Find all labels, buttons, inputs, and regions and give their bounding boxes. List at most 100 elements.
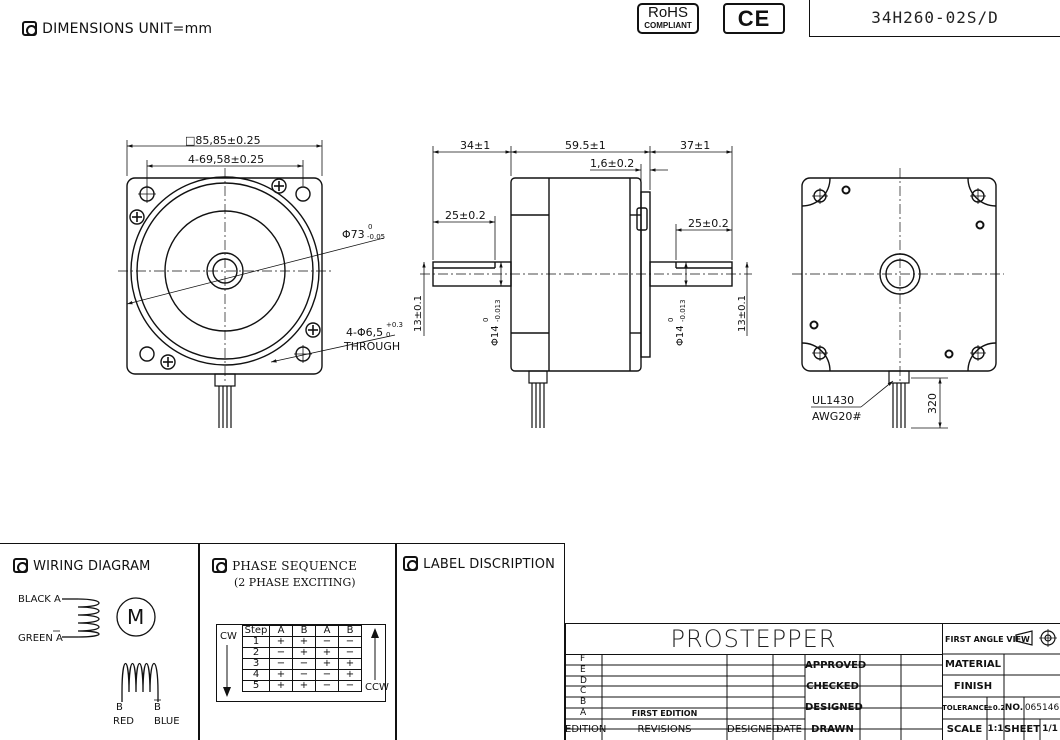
wire-b-bar: B: [154, 702, 161, 713]
phase-cell: −: [338, 636, 362, 648]
col-edition: EDITION: [565, 724, 607, 735]
rear-body: [801, 177, 997, 372]
side-dim-flange: 1,6±0.2: [590, 157, 634, 170]
col-date: DATE: [775, 724, 802, 735]
wire-blue: BLUE: [154, 716, 180, 727]
right-col-divider: [942, 623, 944, 740]
first-angle-symbol: [1015, 629, 1057, 647]
phase-cell: −: [269, 658, 293, 670]
phase-cell: +: [269, 680, 293, 692]
technical-drawing: □85,85±0.25 4-69,58±0.25 Φ73 0 -0.05 4-Φ…: [118, 134, 1004, 429]
phase-cw-label: CW: [220, 631, 237, 642]
finish-label: FINISH: [953, 681, 993, 692]
screw-head-ml: [129, 209, 145, 225]
phase-cell: 3: [242, 658, 270, 670]
front-dim-holes-spacing: 4-69,58±0.25: [188, 153, 264, 166]
phase-cell: +: [269, 636, 293, 648]
phase-cell: +: [269, 669, 293, 681]
edition-letter: C: [580, 686, 587, 696]
wiring-diagram: BLACK A GREEN A M B B RED BLUE: [18, 594, 180, 727]
table-row: 3 − − + +: [242, 658, 362, 670]
phase-cell: 5: [242, 680, 270, 692]
front-dim-holes-note: THROUGH: [343, 340, 400, 353]
phase-cell: +: [292, 636, 316, 648]
section-marker-icon: [22, 21, 37, 36]
phase-col-a: A: [269, 625, 293, 637]
wiring-header: WIRING DIAGRAM: [13, 555, 151, 574]
col-revisions: REVISIONS: [637, 724, 692, 735]
cw-arrow: [223, 645, 231, 697]
front-dim-pilot-tol-low: -0.05: [367, 233, 385, 241]
edition-letter: E: [580, 665, 586, 675]
phase-cell: 2: [242, 647, 270, 659]
info-grid: [942, 629, 1060, 740]
wire-green-a-bar: GREEN A: [18, 633, 63, 644]
table-row: 1 + + − −: [242, 636, 362, 648]
no-value: 065146: [1024, 703, 1060, 713]
phase-table-header: Step A B A B: [242, 625, 362, 637]
label-header: LABEL DISCRIPTION: [403, 553, 555, 572]
tolerance-label: TOLERANCE: [942, 704, 989, 712]
phase-cell: −: [338, 647, 362, 659]
side-flange: [640, 191, 651, 358]
wire-black-a: BLACK A: [18, 594, 61, 605]
side-dim-shaft-dia-right: Φ14: [675, 325, 686, 346]
side-dim-flat-front: 25±0.2: [445, 209, 486, 222]
edition-letter: B: [580, 697, 587, 707]
front-dim-holes: 4-Φ6,5: [346, 326, 383, 339]
sheet-value: 1/1: [1042, 724, 1058, 734]
revision-grid: [565, 654, 943, 740]
first-edition: FIRST EDITION: [631, 709, 698, 718]
phase-subtitle: (2 PHASE EXCITING): [234, 576, 356, 589]
section-marker-icon: [403, 556, 418, 571]
side-dim-body: 59.5±1: [565, 139, 606, 152]
wire-red: RED: [113, 716, 134, 727]
phase-col-b: B: [292, 625, 316, 637]
side-dim-shaft-dia-left: Φ14: [490, 325, 501, 346]
phase-cell: −: [315, 636, 339, 648]
side-dim-shaft-rear: 37±1: [680, 139, 710, 152]
dimensions-label: DIMENSIONS UNIT=mm: [42, 21, 213, 37]
section-marker-icon: [212, 558, 227, 573]
table-row: 2 − + + −: [242, 647, 362, 659]
mount-hole-bl: [139, 346, 155, 362]
side-dim-flat-height-right: 13±0.1: [737, 295, 748, 332]
dimensions-header: DIMENSIONS UNIT=mm: [22, 18, 212, 37]
front-dim-holes-tol-low: 0: [386, 331, 390, 339]
side-dim-flat-rear: 25±0.2: [688, 217, 729, 230]
side-view: [420, 146, 752, 428]
phase-cell: +: [338, 669, 362, 681]
table-row: 5 + + − −: [242, 680, 362, 692]
screw-head-tr: [271, 178, 287, 194]
ce-mark-text: CE: [737, 6, 771, 31]
wire-b: B: [116, 702, 123, 713]
side-dim-shaft-dia-left-tol-up: 0: [482, 318, 490, 322]
rohs-compliant: COMPLIANT: [644, 21, 692, 30]
phase-cell: 4: [242, 669, 270, 681]
front-dim-square: □85,85±0.25: [185, 134, 261, 147]
motor-symbol-circle: [116, 597, 156, 637]
sheet-label: SHEET: [1004, 724, 1041, 735]
phase-cell: +: [315, 647, 339, 659]
rohs-text: RoHS: [647, 4, 688, 21]
drawn-label: DRAWN: [811, 724, 854, 735]
side-dim-shaft-dia-right-tol-up: 0: [667, 318, 675, 322]
rear-cable-standard: UL1430: [812, 394, 854, 407]
scale-label: SCALE: [946, 724, 983, 735]
material-label: MATERIAL: [944, 659, 1002, 670]
part-number-box: 34H260-02S/D: [809, 0, 1060, 37]
col-designed: DESIGNED: [727, 724, 780, 735]
mount-hole-tr: [295, 186, 311, 202]
rohs-badge: RoHS COMPLIANT: [637, 3, 699, 34]
motor-symbol: M: [127, 605, 144, 629]
front-dim-pilot: Φ73: [342, 228, 365, 241]
phase-col-step: Step: [242, 625, 270, 637]
first-angle-label: FIRST ANGLE VIEW: [945, 635, 1030, 644]
phase-table-frame: [216, 624, 386, 702]
phase-cell: −: [292, 658, 316, 670]
brand-divider: [565, 654, 942, 656]
phase-cell: +: [292, 647, 316, 659]
phase-col-b-bar: B: [338, 625, 362, 637]
phase-cell: −: [338, 680, 362, 692]
scale-value: 1:1: [987, 724, 1004, 734]
